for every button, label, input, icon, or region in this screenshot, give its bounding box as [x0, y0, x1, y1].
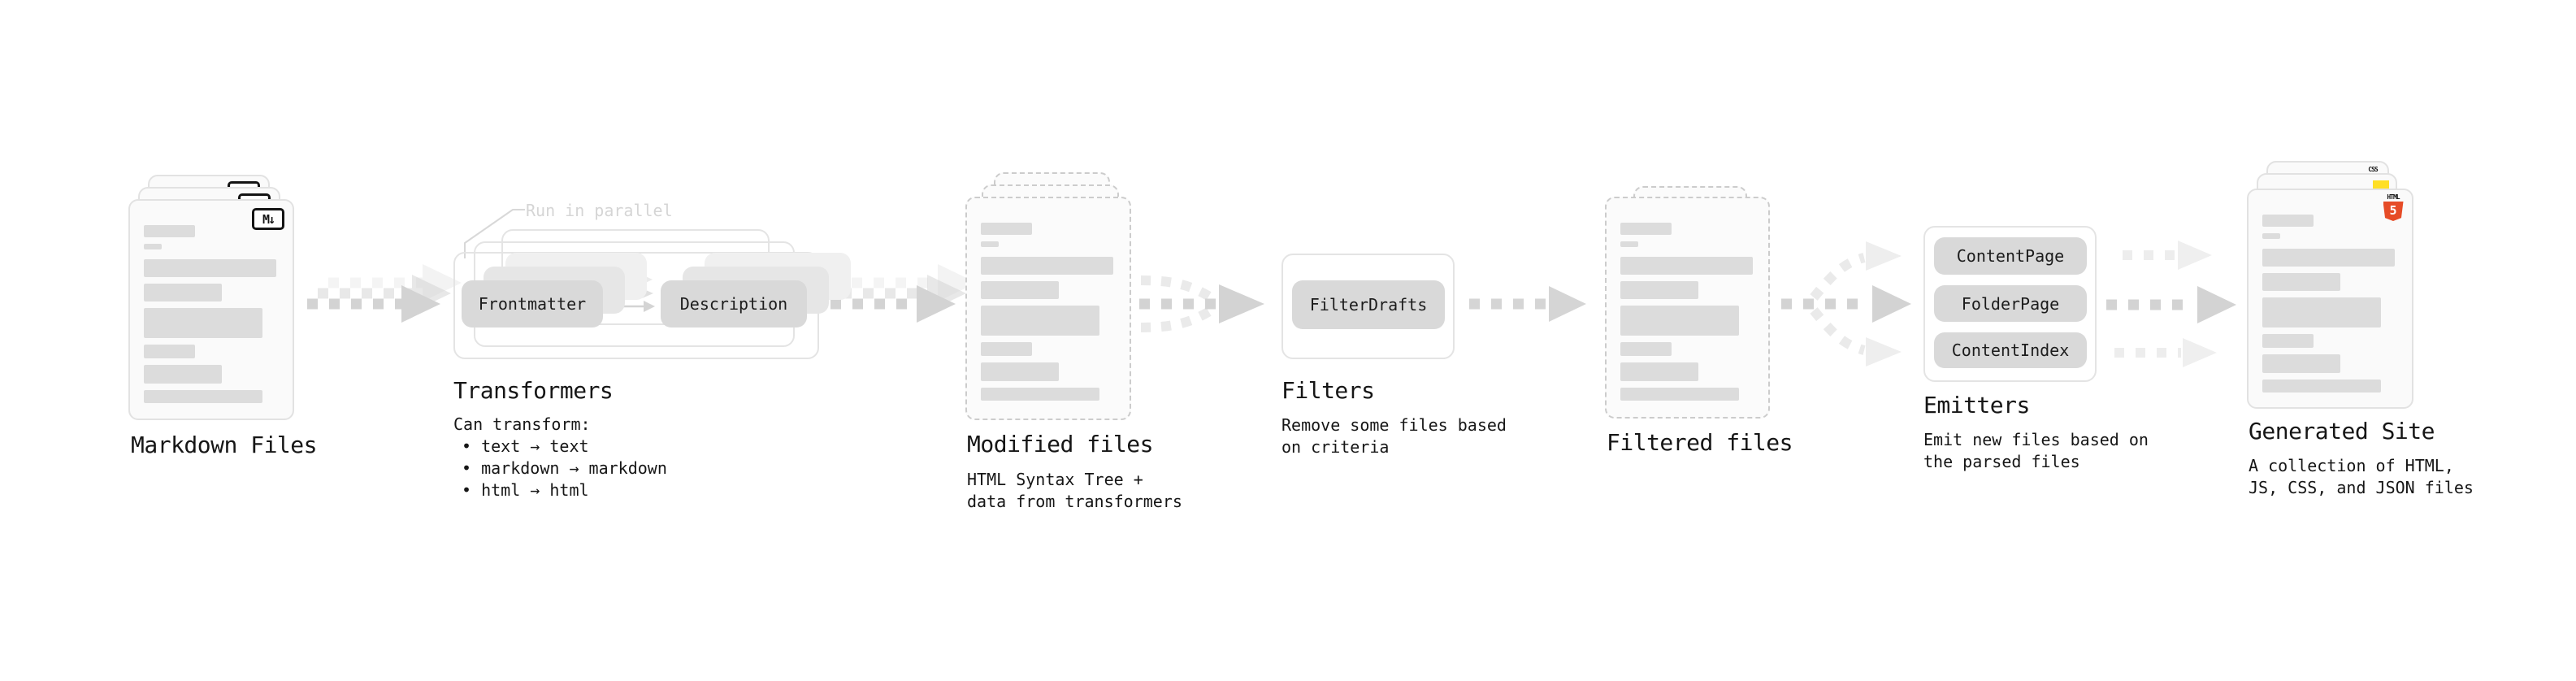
arrow-filtered-to-emitters — [1781, 241, 1911, 367]
arrow-emitters-to-generated — [2106, 241, 2236, 367]
arrow-filters-to-filtered — [1469, 286, 1586, 322]
arrow-transformers-to-modified — [830, 264, 977, 323]
arrow-markdown-to-transformers — [307, 264, 462, 323]
transformer-pill-arrows — [610, 275, 655, 312]
arrow-modified-to-filters — [1139, 275, 1264, 332]
run-in-parallel-connector — [464, 209, 525, 258]
